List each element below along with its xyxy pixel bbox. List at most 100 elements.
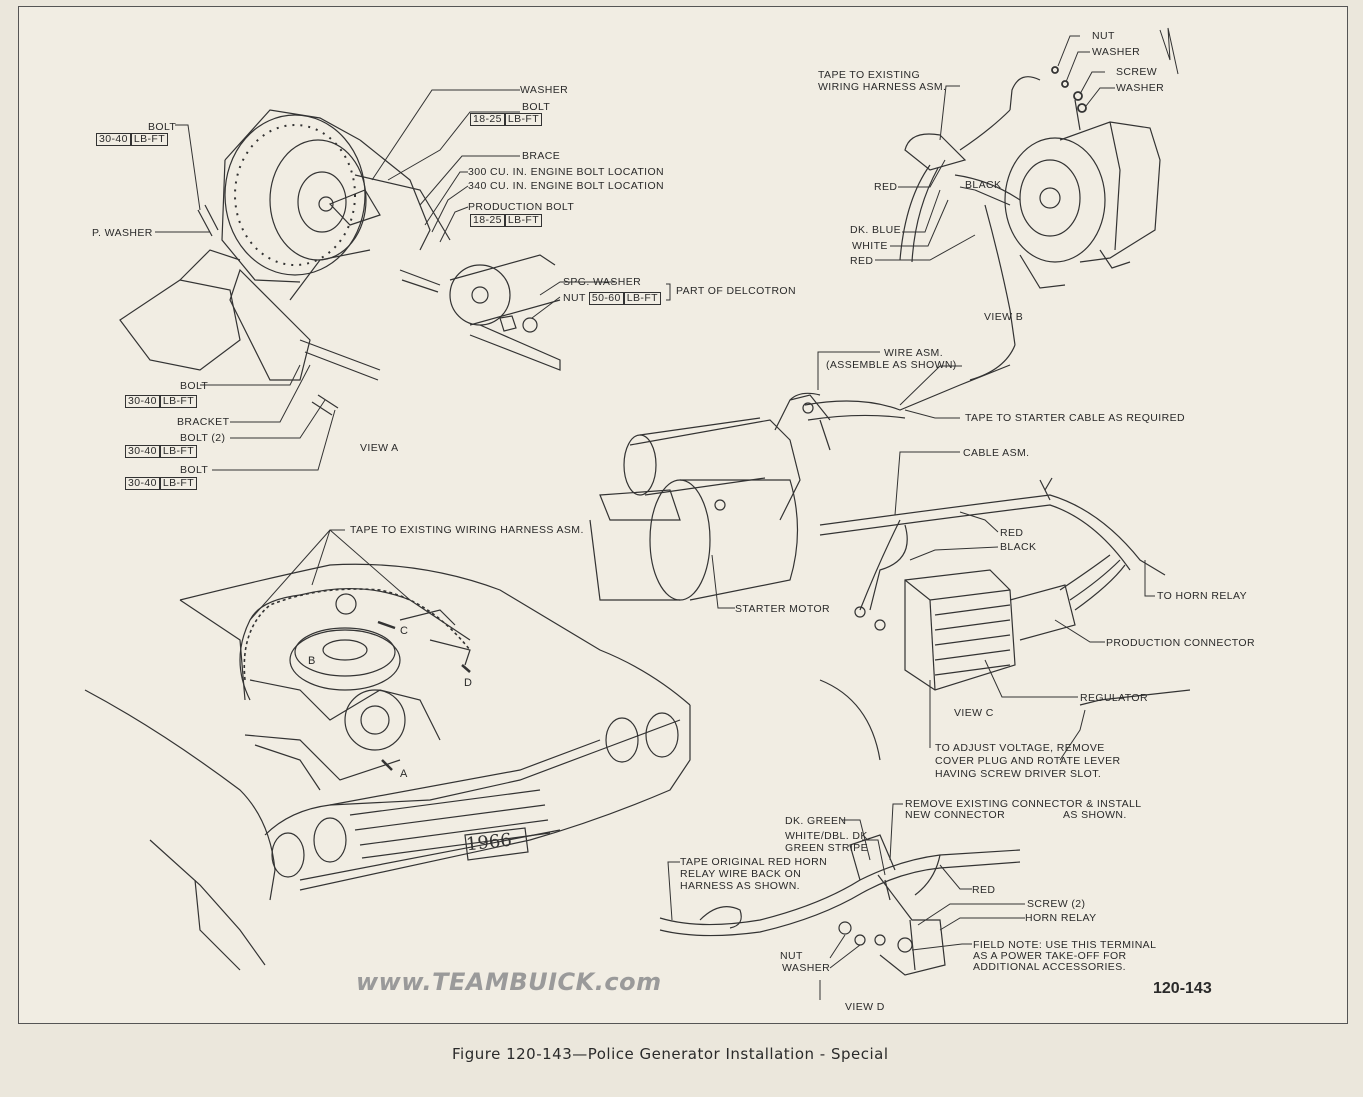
remove-connector-line2: NEW CONNECTOR <box>905 809 1006 821</box>
torque-value: 30-40 <box>125 445 160 458</box>
bolt-lower-label: BOLT <box>180 380 209 392</box>
tape-starter-label: TAPE TO STARTER CABLE AS REQUIRED <box>965 412 1185 424</box>
adjust-line1: TO ADJUST VOLTAGE, REMOVE <box>935 742 1105 754</box>
torque-value: 30-40 <box>96 133 131 146</box>
tape-original-line1: TAPE ORIGINAL RED HORN <box>680 856 828 868</box>
red-wire-label-2: RED <box>850 255 874 267</box>
black-wire-label: BLACK <box>965 179 1002 191</box>
view-c-marker: C <box>400 625 409 637</box>
white-wire-label: WHITE <box>852 240 888 252</box>
torque-unit: LB-FT <box>504 214 543 227</box>
torque-value: 18-25 <box>470 214 505 227</box>
figure-caption: Figure 120-143—Police Generator Installa… <box>452 1045 889 1063</box>
loc-300-label: 300 CU. IN. ENGINE BOLT LOCATION <box>468 166 665 178</box>
field-note-line2: AS A POWER TAKE-OFF FOR <box>973 950 1127 962</box>
washer-label: WASHER <box>520 84 569 96</box>
view-b-marker: B <box>308 655 316 667</box>
cable-asm-label: CABLE ASM. <box>963 447 1030 459</box>
field-note-line1: FIELD NOTE: USE THIS TERMINAL <box>973 939 1157 951</box>
bolt-left-label: BOLT <box>148 121 177 133</box>
tape-original-line3: HARNESS AS SHOWN. <box>680 880 800 892</box>
washer-label: WASHER <box>1092 46 1141 58</box>
washer-label-2: WASHER <box>1116 82 1165 94</box>
tape-existing-harness-label: TAPE TO EXISTING WIRING HARNESS ASM. <box>350 524 584 536</box>
starter-art <box>589 364 1011 601</box>
engine-bay-leaders <box>249 529 411 621</box>
view-a-leaders <box>155 89 671 471</box>
torque-unit: LB-FT <box>159 445 198 458</box>
screw-label: SCREW <box>1116 66 1158 78</box>
production-connector-label: PRODUCTION CONNECTOR <box>1106 637 1255 649</box>
bolt-2-label: BOLT (2) <box>180 432 226 444</box>
starter-leaders <box>711 351 962 609</box>
black-wire-label: BLACK <box>1000 541 1037 553</box>
wire-asm-line2: (ASSEMBLE AS SHOWN) <box>826 359 957 371</box>
dk-blue-wire-label: DK. BLUE <box>850 224 902 236</box>
torque-value: 18-25 <box>470 113 505 126</box>
engine-bay-art <box>84 563 691 971</box>
regulator-label: REGULATOR <box>1080 692 1148 704</box>
torque-value: 30-40 <box>125 477 160 490</box>
watermark: www.TEAMBUICK.com <box>356 968 662 996</box>
dk-green-label: DK. GREEN <box>785 815 847 827</box>
spg-washer-label: SPG. WASHER <box>563 276 642 288</box>
red-wire-label: RED <box>972 884 996 896</box>
view-d-label: VIEW D <box>845 1001 885 1013</box>
adjust-line2: COVER PLUG AND ROTATE LEVER <box>935 755 1121 767</box>
nut-label: NUT <box>780 950 803 962</box>
diagram-frame <box>18 6 1348 1024</box>
view-c-label: VIEW C <box>954 707 994 719</box>
red-wire-label: RED <box>874 181 898 193</box>
view-b-label: VIEW B <box>984 311 1024 323</box>
view-a-generator-art <box>119 109 561 416</box>
view-a-label: VIEW A <box>360 442 399 454</box>
nut-label: NUT <box>563 292 586 304</box>
tape-existing-line1: TAPE TO EXISTING <box>818 69 921 81</box>
view-b-generator-art <box>899 66 1161 381</box>
part-of-delcotron-label: PART OF DELCOTRON <box>676 285 796 297</box>
view-d-leaders <box>667 803 1025 1000</box>
production-bolt-label: PRODUCTION BOLT <box>468 201 575 213</box>
red-wire-label: RED <box>1000 527 1024 539</box>
bracket-label: BRACKET <box>177 416 230 428</box>
loc-340-label: 340 CU. IN. ENGINE BOLT LOCATION <box>468 180 665 192</box>
white-dbl-line2: GREEN STRIPE <box>785 842 868 854</box>
torque-unit: LB-FT <box>623 292 661 305</box>
p-washer-label: P. WASHER <box>92 227 153 239</box>
starter-motor-label: STARTER MOTOR <box>735 603 831 615</box>
torque-unit: LB-FT <box>159 395 198 408</box>
screw-2-label: SCREW (2) <box>1027 898 1086 910</box>
view-c-art <box>819 477 1191 761</box>
figure-number: 120-143 <box>1153 980 1212 997</box>
torque-value: 50-60 <box>588 292 624 305</box>
torque-unit: LB-FT <box>159 477 198 490</box>
torque-value: 30-40 <box>125 395 160 408</box>
field-note-line3: ADDITIONAL ACCESSORIES. <box>973 961 1126 973</box>
view-b-leaders <box>875 27 1179 261</box>
tape-original-line2: RELAY WIRE BACK ON <box>680 868 802 880</box>
white-dbl-line1: WHITE/DBL. DK. <box>785 830 872 842</box>
view-c-leaders <box>894 451 1155 761</box>
brace-label: BRACE <box>522 150 561 162</box>
nut-label: NUT <box>1092 30 1115 42</box>
bolt-label: BOLT <box>522 101 551 113</box>
torque-unit: LB-FT <box>504 113 543 126</box>
wire-asm-line1: WIRE ASM. <box>884 347 944 359</box>
bolt-bottom-label: BOLT <box>180 464 209 476</box>
view-d-marker: D <box>464 677 473 689</box>
to-horn-relay-label: TO HORN RELAY <box>1157 590 1247 602</box>
remove-connector-line3: AS SHOWN. <box>1063 809 1127 821</box>
washer-label: WASHER <box>782 962 831 974</box>
tape-existing-line2: WIRING HARNESS ASM. <box>818 81 947 93</box>
adjust-line3: HAVING SCREW DRIVER SLOT. <box>935 768 1102 780</box>
view-a-marker: A <box>400 768 408 780</box>
torque-unit: LB-FT <box>130 133 169 146</box>
